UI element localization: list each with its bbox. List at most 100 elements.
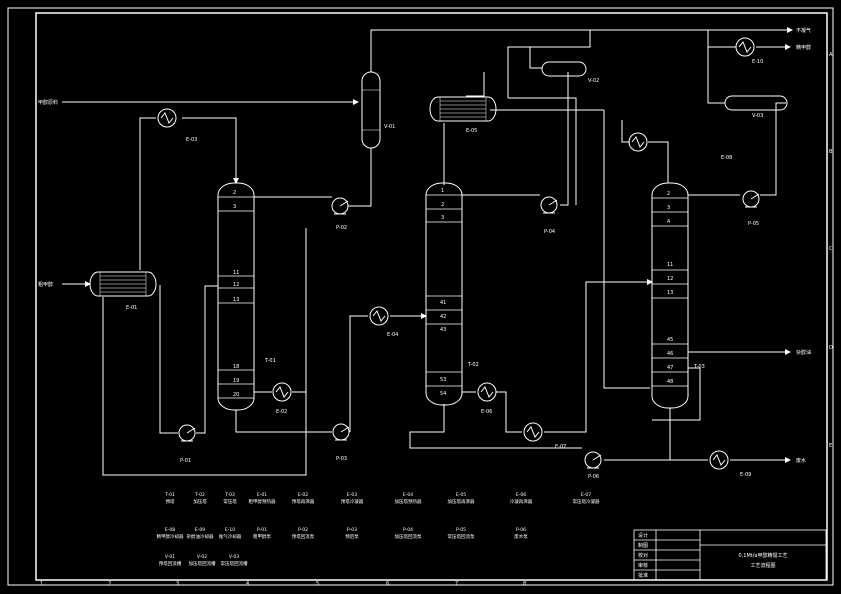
legend-name: 预塔冷凝器 xyxy=(341,498,364,505)
tray-label: 20 xyxy=(233,392,239,398)
stream-labels: 甲醇原料 粗甲醇 不凝气 精甲醇 杂醇油 废水 xyxy=(38,27,811,464)
legend-name: 冷凝再沸器 xyxy=(510,498,533,505)
tag-e10: E-10 xyxy=(752,59,763,65)
tray-label: 18 xyxy=(233,364,239,370)
border-row-e: E xyxy=(829,443,832,449)
exchanger-e01 xyxy=(89,271,157,297)
tray-label: 3 xyxy=(667,205,670,211)
legend-tag: E-01 xyxy=(257,492,267,498)
pumps xyxy=(178,190,760,469)
legend-name: 常压塔 xyxy=(223,498,237,505)
legend-tag: E-03 xyxy=(347,492,357,498)
legend-tag: P-03 xyxy=(347,527,357,533)
tag-t02: T-02 xyxy=(467,362,479,368)
border-col-3: 3 xyxy=(176,581,179,587)
legend-name: 加压塔预热器 xyxy=(395,498,422,505)
pump-p04 xyxy=(540,196,558,214)
title-row-label: 校对 xyxy=(638,552,648,559)
tag-e03: E-03 xyxy=(186,137,197,143)
title-row-label: 制图 xyxy=(638,542,648,549)
exchanger-e06 xyxy=(477,382,497,402)
legend-tag: V-01 xyxy=(165,554,175,560)
legend-tag: E-08 xyxy=(165,527,175,533)
border-row-b: B xyxy=(829,149,833,155)
stream-methanol-feed: 甲醇原料 xyxy=(38,99,58,106)
tray-label: 3 xyxy=(441,215,444,221)
pump-p03 xyxy=(332,423,350,441)
legend-name: 常压塔回流槽 xyxy=(221,560,248,567)
stream-fusel-oil: 杂醇油 xyxy=(796,349,811,356)
title-row-label: 设计 xyxy=(638,532,648,539)
legend-tag: E-04 xyxy=(403,492,413,498)
legend-name: 预塔 xyxy=(166,498,175,505)
pump-p05 xyxy=(742,190,760,208)
tray-label: 13 xyxy=(667,290,673,296)
pump-p06 xyxy=(584,451,602,469)
circle-exchangers xyxy=(157,37,755,470)
title-block xyxy=(633,529,827,581)
border-row-c: C xyxy=(829,246,833,252)
tag-p04: P-04 xyxy=(544,229,555,235)
border-col-7: 7 xyxy=(455,581,458,587)
stream-wastewater: 废水 xyxy=(796,457,806,464)
tray-label: 4 xyxy=(667,219,670,225)
tag-p02: P-02 xyxy=(336,225,347,231)
tray-label: 2 xyxy=(667,191,670,197)
legend-tag: T-01 xyxy=(164,492,175,498)
tray-labels-t01: 2 3 11 12 13 18 19 20 xyxy=(233,190,239,398)
title-block-text: 设计 制图 校对 审核 批准 0.1Mt/a甲醇精馏工艺 工艺流程图 xyxy=(638,532,787,579)
exchanger-e03 xyxy=(157,108,177,128)
legend-tag: T-02 xyxy=(194,492,205,498)
tag-e08: E-08 xyxy=(721,155,732,161)
border-column-labels: 1 2 3 4 5 6 7 8 xyxy=(40,581,526,587)
tag-e07: E-07 xyxy=(555,444,566,450)
pump-p02 xyxy=(331,197,349,215)
legend-name: 加压塔回流槽 xyxy=(189,560,216,567)
exchanger-e07 xyxy=(523,422,543,442)
tag-p01: P-01 xyxy=(180,458,191,464)
column-t02 xyxy=(425,182,463,406)
process-lines xyxy=(62,27,793,476)
legend-tag: E-10 xyxy=(225,527,235,533)
tray-labels-t02: 1 2 3 41 42 43 53 54 xyxy=(440,188,446,397)
tray-label: 54 xyxy=(440,391,446,397)
tag-e02: E-02 xyxy=(276,409,287,415)
tray-label: 41 xyxy=(440,300,446,306)
exchanger-e10 xyxy=(735,37,755,57)
tag-e05: E-05 xyxy=(466,128,477,134)
exchanger-e08 xyxy=(628,132,648,152)
exchanger-e09 xyxy=(709,450,729,470)
drawing-title-line2: 工艺流程图 xyxy=(750,562,775,569)
legend-name: 预塔回流泵 xyxy=(292,533,315,540)
legend-tag: T-03 xyxy=(224,492,235,498)
drawing-title-line1: 0.1Mt/a甲醇精馏工艺 xyxy=(739,552,788,559)
legend-row-2: E-08 精甲醇冷却器 E-09 杂醇油冷却器 E-10 尾气冷却器 P-01 … xyxy=(157,527,529,540)
legend-tag: E-05 xyxy=(456,492,466,498)
tag-t01: T-01 xyxy=(264,358,276,364)
equipment-tags: T-01 T-02 T-03 V-01 V-02 V-03 E-01 E-02 … xyxy=(126,59,763,480)
tray-label: 13 xyxy=(233,297,239,303)
tag-v01: V-01 xyxy=(384,124,395,130)
stream-product: 精甲醇 xyxy=(796,44,811,51)
border-col-6: 6 xyxy=(386,581,389,587)
tray-label: 48 xyxy=(667,379,673,385)
legend-tag: E-02 xyxy=(298,492,308,498)
border-col-2: 2 xyxy=(108,581,111,587)
tray-label: 43 xyxy=(440,327,446,333)
tag-v02: V-02 xyxy=(588,78,599,84)
legend-name: 常压塔回流泵 xyxy=(448,533,475,540)
tray-label: 11 xyxy=(667,262,673,268)
tag-e04: E-04 xyxy=(387,332,398,338)
tag-p06: P-06 xyxy=(588,474,599,480)
legend-name: 杂醇油冷却器 xyxy=(187,533,214,540)
legend-name: 常压塔冷凝器 xyxy=(573,498,600,505)
stream-offgas: 不凝气 xyxy=(796,27,811,34)
legend-tag: P-01 xyxy=(257,527,267,533)
tray-label: 1 xyxy=(441,188,444,194)
tag-t03: T-03 xyxy=(693,364,705,370)
drawing-frame xyxy=(7,7,834,586)
tag-e09: E-09 xyxy=(740,472,751,478)
title-row-label: 批准 xyxy=(638,572,648,579)
legend-row-1: T-01 预塔 T-02 加压塔 T-03 常压塔 E-01 粗甲醇预热器 E-… xyxy=(164,492,600,505)
